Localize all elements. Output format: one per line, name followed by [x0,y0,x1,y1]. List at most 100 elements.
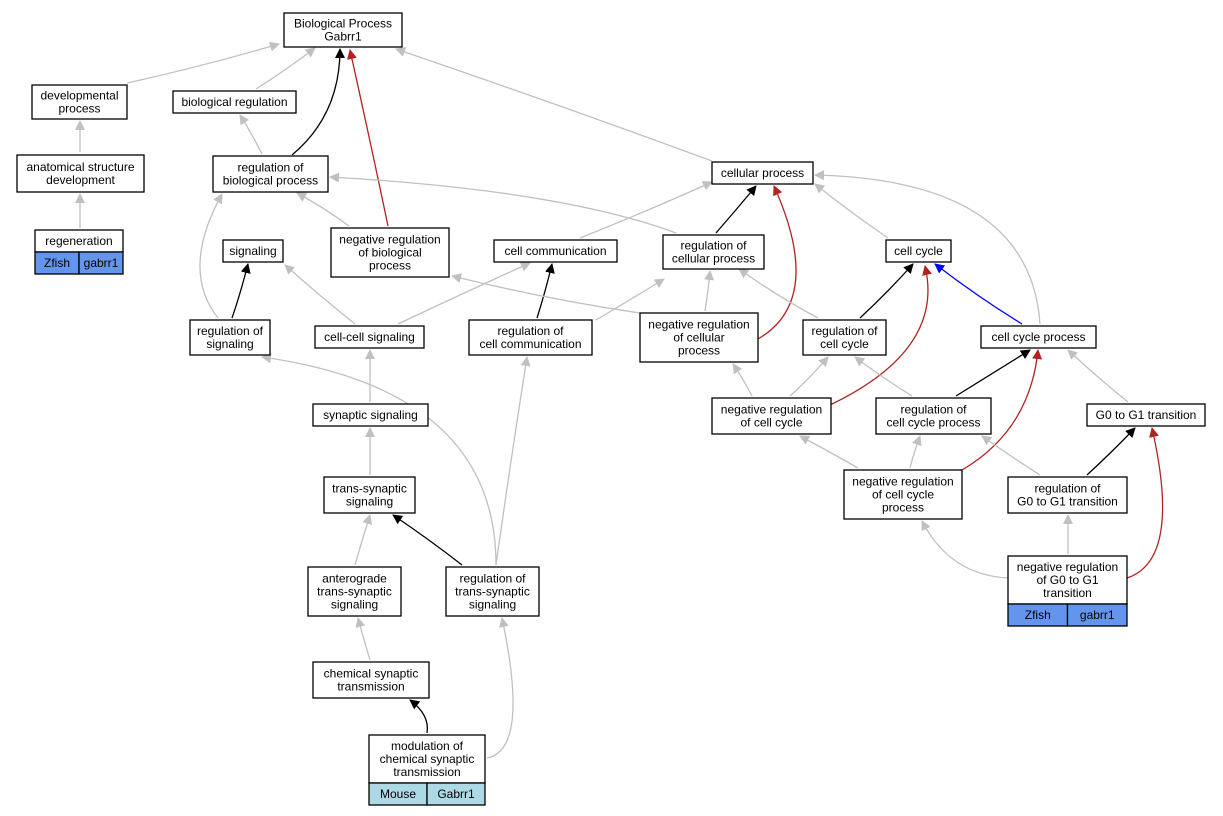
node-label: of cell cycle [740,416,802,430]
node-box [711,161,814,185]
node-box [1086,403,1206,427]
node-label: negative regulation [339,233,440,247]
node-label: regulation of [197,324,264,338]
edge-mcst-to-rtss [486,617,514,759]
edge-mcst-to-cst [409,699,429,734]
edge-nrcyc-to-rcyc [789,356,829,397]
node-ccomm[interactable]: cell communication [493,239,618,263]
edge-nrcp-to-nrbp [451,273,641,314]
node-label: process [882,501,924,515]
node-label: signaling [229,244,276,258]
node-box [885,239,952,263]
node-label: process [369,259,411,273]
node-label: signaling [346,495,393,509]
edge-rg0g1-to-g0g1 [1086,427,1136,476]
edge-dev-to-bp [126,41,280,84]
edge-rg0g1-to-rccp [981,435,1041,476]
node-box [662,234,765,270]
species-tag-label: Gabrr1 [437,787,475,801]
node-ccyc[interactable]: cell cycle [885,239,952,263]
species-tag-cell [78,251,124,275]
node-g0g1[interactable]: G0 to G1 transition [1086,403,1206,427]
node-label: anterograde [322,572,387,586]
node-label: trans-synaptic [332,482,407,496]
node-label: cell communication [479,337,581,351]
node-synsig[interactable]: synaptic signaling [312,403,429,427]
edge-rtss-to-rsig [261,353,497,566]
node-label: cellular process [721,166,804,180]
node-label: regulation of [811,324,878,338]
node-box [330,227,450,278]
node-label: G0 to G1 transition [1096,408,1197,422]
node-box [980,325,1097,349]
node-label: negative regulation [852,475,953,489]
node-box [312,661,430,699]
edge-ats-to-tss [354,514,373,566]
edge-nrccp-to-rccp [909,435,922,469]
node-breg[interactable]: biological regulation [172,90,297,114]
node-box [212,155,329,193]
node-box [493,239,618,263]
edge-cst-to-ats [355,617,371,661]
node-label: of cell cycle [872,488,934,502]
node-label: development [46,173,115,187]
node-box [445,566,540,617]
node-label: process [678,344,720,358]
node-label: transmission [393,765,460,779]
species-tag-cell [1066,603,1128,627]
edge-rbp-to-bp [291,48,345,156]
node-sig[interactable]: signaling [222,239,284,263]
node-box [1007,476,1128,514]
node-label: biological regulation [181,95,287,109]
edge-rcyc-to-rcellp [738,268,819,319]
node-label: cell communication [504,244,606,258]
node-label: cell cycle [894,244,943,258]
edge-ccsig-to-ccomm [397,262,531,325]
edge-nrbp-to-bp [347,49,389,227]
node-box [314,325,425,349]
edge-rcyc-to-ccyc [859,263,914,319]
node-label: signaling [206,337,253,351]
edge-ccyc-to-cellp [814,183,889,239]
node-label: regulation of [900,403,967,417]
node-ccp[interactable]: cell cycle process [980,325,1097,349]
edge-nrg0g1-to-nrccp [921,520,1009,579]
node-label: signaling [331,598,378,612]
node-ccsig[interactable]: cell-cell signaling [314,325,425,349]
node-label: negative regulation [721,403,822,417]
species-tag-cell [426,782,486,806]
node-box [468,319,593,356]
node-label: of biological [358,246,421,260]
node-label: regulation of [497,324,564,338]
species-tag-label: Mouse [380,787,416,801]
species-tag-label: gabrr1 [84,256,119,270]
node-cellp[interactable]: cellular process [711,161,814,185]
edge-rsig-to-sig [231,263,251,319]
node-label: cell cycle [820,337,869,351]
node-label: synaptic signaling [323,408,418,422]
node-label: process [58,102,100,116]
node-label: Gabrr1 [324,30,362,44]
